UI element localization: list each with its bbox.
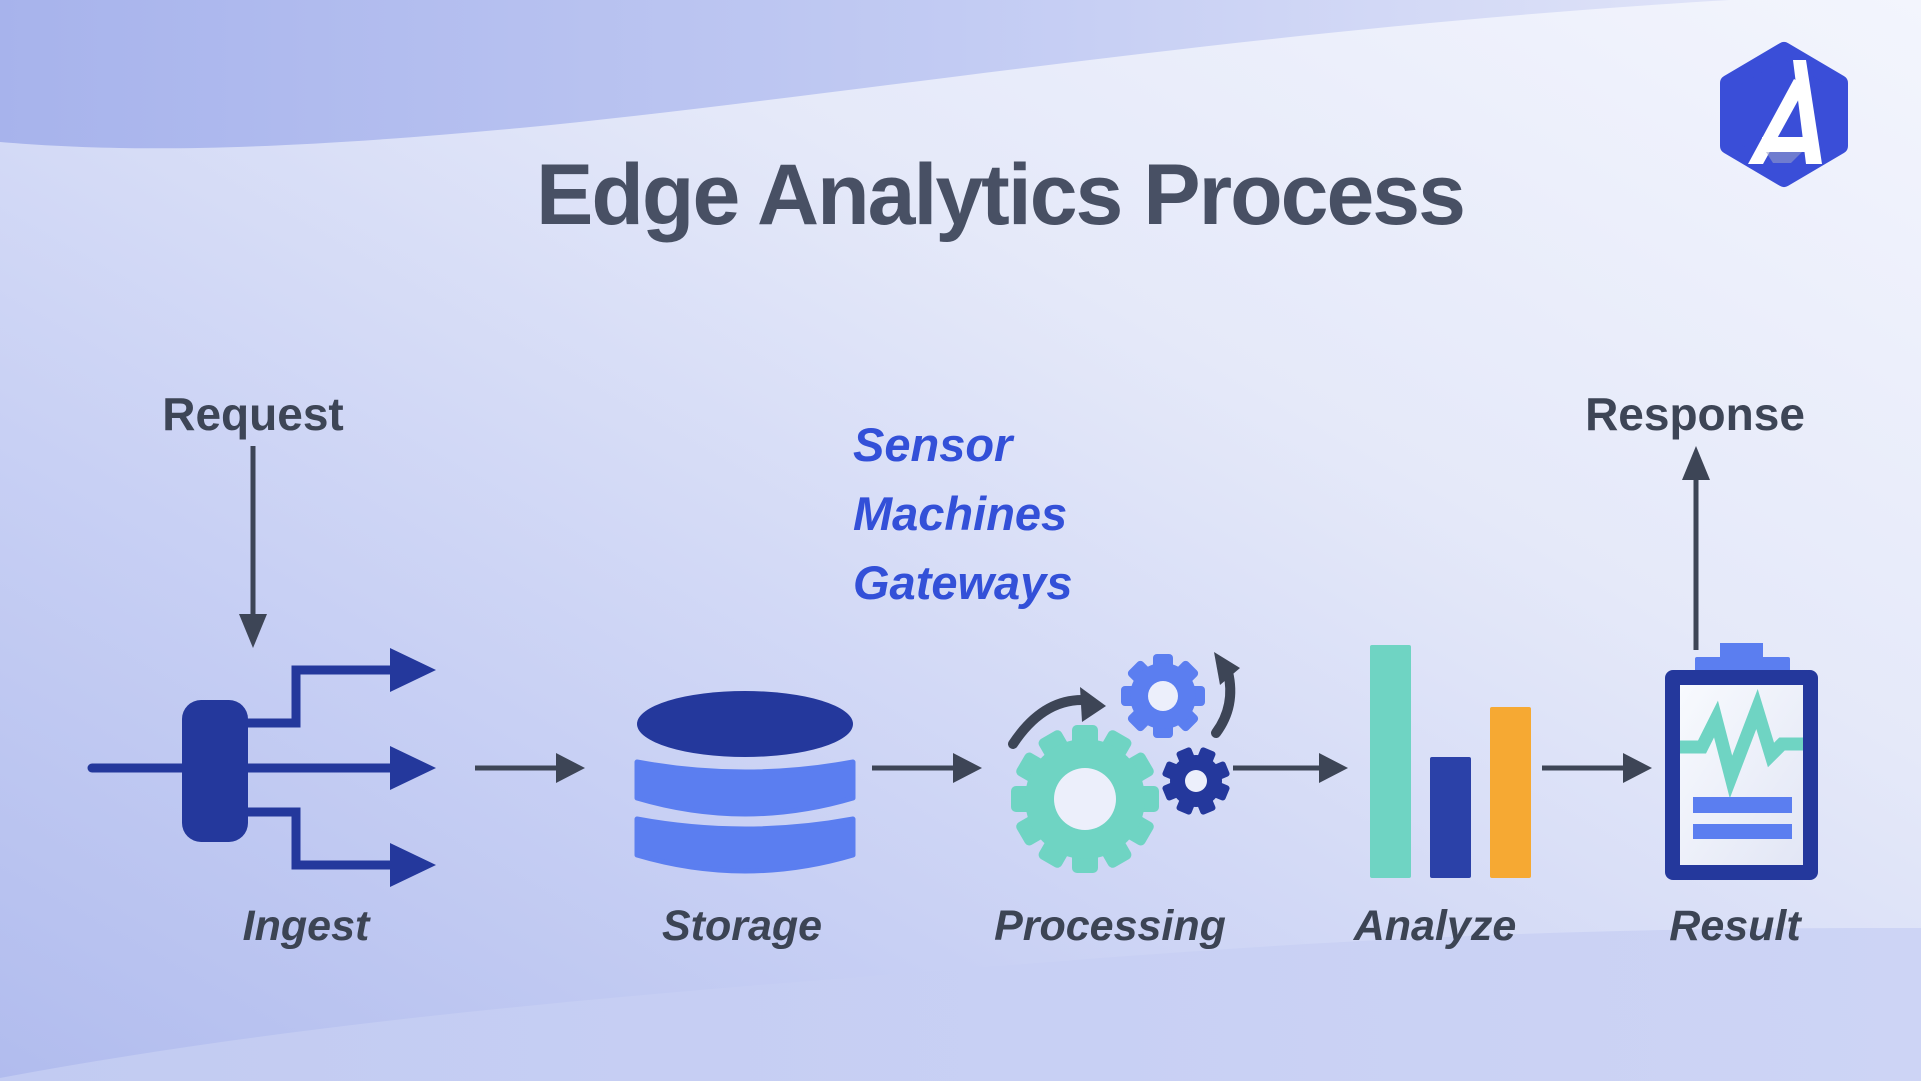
gear-medium-blue — [1121, 654, 1205, 738]
ingest-split-arrows-icon — [87, 648, 436, 887]
request-label: Request — [162, 388, 344, 440]
flow-arrow-4 — [1542, 753, 1652, 783]
response-label: Response — [1585, 388, 1805, 440]
pulse-line — [1680, 688, 1803, 799]
flow-arrow-3 — [1233, 753, 1348, 783]
hexagon-a-logo-icon — [1720, 42, 1848, 187]
gear-large-teal — [1011, 725, 1159, 873]
clipboard-clip-top — [1720, 643, 1763, 661]
data-source-machines: Machines — [853, 487, 1068, 540]
bar-orange — [1490, 707, 1531, 878]
data-sources-list: Sensor Machines Gateways — [853, 410, 1072, 617]
rotate-arrow-right — [1211, 652, 1240, 738]
report-line-1 — [1693, 797, 1792, 813]
data-source-sensor: Sensor — [853, 418, 1013, 471]
report-line-2 — [1693, 824, 1792, 839]
response-arrow — [1682, 446, 1710, 650]
rotate-arrow-left — [1008, 687, 1106, 749]
background-bottom-wave — [0, 927, 1921, 1081]
stage-label-storage: Storage — [661, 902, 823, 950]
page-title: Edge Analytics Process — [536, 147, 1466, 243]
database-icon — [634, 691, 856, 874]
flow-arrow-1 — [475, 753, 585, 783]
request-arrow — [239, 446, 267, 648]
bar-chart-icon — [1370, 645, 1531, 878]
stage-label-result: Result — [1669, 902, 1801, 950]
flow-arrow-2 — [872, 753, 982, 783]
bar-navy — [1430, 757, 1471, 878]
gears-icon — [1008, 652, 1240, 873]
gear-small-navy — [1162, 747, 1230, 815]
stage-label-processing: Processing — [994, 902, 1226, 950]
stage-label-analyze: Analyze — [1353, 902, 1517, 950]
bar-teal — [1370, 645, 1411, 878]
clipboard-report-icon — [1665, 643, 1818, 880]
data-source-gateways: Gateways — [853, 556, 1073, 609]
background-top-wave — [0, 0, 1730, 149]
stage-label-ingest: Ingest — [242, 902, 370, 950]
